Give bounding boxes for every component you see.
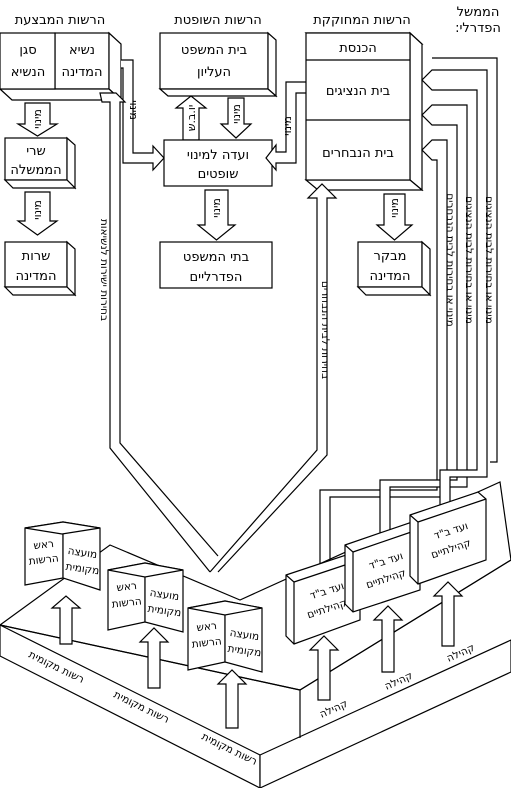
vertical-label-5: מינוי או בחירות לבית הנציגים <box>483 196 495 324</box>
federal-courts-line1: בתי המשפט <box>183 250 249 265</box>
supreme-court-box: בית המשפט העליון <box>158 31 278 98</box>
community-box-1: ועד ב"ד קהילתיים <box>285 552 361 645</box>
house-elected-label: בית הנבחרים <box>322 146 394 161</box>
supreme-court-line2: העליון <box>197 65 231 80</box>
state-comptroller-box: מבקר המדינה <box>356 240 432 297</box>
community-box-2: ועד ב"ד קהילתיים <box>344 521 421 613</box>
vertical-label-4: מינוי או בחירות לבית הנציגים <box>463 196 475 324</box>
arrow-committee-to-supreme: יו.ב.ש <box>174 95 208 141</box>
house-representatives-label: בית הנציגים <box>326 84 390 99</box>
president-label-line2: המדינה <box>61 65 102 80</box>
appointment-label: מינוי <box>210 198 223 218</box>
vertical-label-house: בחירות לבית הנבחרים <box>319 281 331 379</box>
executive-branch: נשיא המדינה סגן הנשיא מינוי שרי הממשלה מ… <box>0 31 123 297</box>
knesset-box <box>305 32 411 181</box>
header-federal-line1: הממשל <box>457 5 500 20</box>
vice-president-label-line1: סגן <box>19 43 36 58</box>
local-council-line2: מקומית <box>227 643 262 660</box>
government-ministers-box: שרי הממשלה <box>3 136 77 190</box>
community-box-3: ועד ב"ד קהילתיים <box>409 491 487 585</box>
state-comptroller-line1: מבקר <box>374 249 407 264</box>
judges-committee-box: ועדה למינוי שופטים <box>163 139 273 187</box>
judges-committee-line2: שופטים <box>198 167 239 182</box>
arrow-supreme-to-committee: מינוי <box>219 97 253 139</box>
appointment-label: מינוי <box>388 198 401 218</box>
arrow-legislature-to-comptroller: מינוי <box>375 193 414 241</box>
vertical-label-3: מינוי או בחירות לבית הנבחרים <box>444 193 456 327</box>
vertical-label-presidential: בחירות ישירות לנשיאות <box>98 219 110 321</box>
arrow-president-to-committee: מינוי <box>121 59 165 172</box>
president-box: נשיא המדינה <box>0 31 123 102</box>
arrow-house-elections: בחירות לבית הנבחרים <box>209 183 338 573</box>
local-council-line1: מועצה <box>149 587 180 603</box>
vice-president-label-line2: הנשיא <box>11 65 46 80</box>
federal-courts-line2: הפדרליים <box>190 270 243 285</box>
header-legislative: הרשות המחוקקת <box>313 13 411 28</box>
local-head-line1: ראש <box>33 538 55 552</box>
local-head-line2: הרשות <box>191 635 222 650</box>
arrow-committee-to-courts: מינוי <box>196 189 237 241</box>
arrow-direct-presidential-elections: בחירות ישירות לנשיאות <box>98 92 219 573</box>
local-council-line1: מועצה <box>67 545 98 561</box>
federal-courts-box: בתי המשפט הפדרליים <box>159 241 273 289</box>
state-services-line2: המדינה <box>15 269 56 284</box>
arrow-legislature-to-committee: מינוי <box>265 81 306 172</box>
header-judicial: הרשות השופטת <box>174 13 262 28</box>
local-box-3: ראש הרשות מועצה מקומית <box>187 600 263 673</box>
appointment-label: מינוי <box>127 100 140 120</box>
appointment-label: מינוי <box>31 109 44 129</box>
local-box-2: ראש הרשות מועצה מקומית <box>107 562 184 633</box>
arrow-appoint-house-reps-2: מינוי או בחירות לבית הנציגים <box>421 57 498 520</box>
arrow-president-to-ministers: מינוי <box>15 102 60 137</box>
local-head-line2: הרשות <box>28 552 59 567</box>
local-council-line2: מקומית <box>147 603 182 620</box>
local-council-line2: מקומית <box>65 561 100 578</box>
arrow-ministers-to-services: מינוי <box>16 191 59 236</box>
yoamsh-label: יו.ב.ש <box>185 105 198 132</box>
knesset-label: הכנסת <box>339 41 377 56</box>
local-council-line1: מועצה <box>229 627 260 643</box>
local-box-1: ראש הרשות מועצה מקומית <box>24 521 101 591</box>
local-head-line1: ראש <box>116 580 138 594</box>
header-federal-line2: הפדרלי: <box>455 21 501 36</box>
local-head-line1: ראש <box>196 620 218 634</box>
president-label-line1: נשיא <box>69 43 95 58</box>
state-services-box: שרות המדינה <box>3 240 77 297</box>
judges-committee-line1: ועדה למינוי <box>187 148 249 163</box>
arrow-appoint-house-elected: מינוי או בחירות לבית הנבחרים <box>319 139 456 575</box>
state-comptroller-line2: המדינה <box>369 269 410 284</box>
appointment-label: מינוי <box>31 200 44 220</box>
vice-president-box: סגן הנשיא <box>0 32 56 90</box>
appointment-label: מינוי <box>230 104 243 124</box>
community-arrows <box>308 581 464 701</box>
government-ministers-line1: שרי <box>26 144 45 159</box>
header-executive: הרשות המבצעת <box>15 13 106 28</box>
branch-headers: הרשות המבצעת הרשות השופטת הרשות המחוקקת … <box>15 5 501 36</box>
government-ministers-line2: הממשלה <box>10 163 61 178</box>
supreme-court-line1: בית המשפט <box>181 43 247 58</box>
state-services-line1: שרות <box>22 249 51 264</box>
legislative-branch: הכנסת בית הנציגים בית הנבחרים מינוי מבקר… <box>304 31 432 297</box>
local-arrows <box>50 595 248 729</box>
appointment-label: מינוי <box>281 116 294 136</box>
local-head-line2: הרשות <box>111 595 142 610</box>
judicial-branch: בית המשפט העליון יו.ב.ש מינוי ועדה למינו… <box>158 31 278 289</box>
